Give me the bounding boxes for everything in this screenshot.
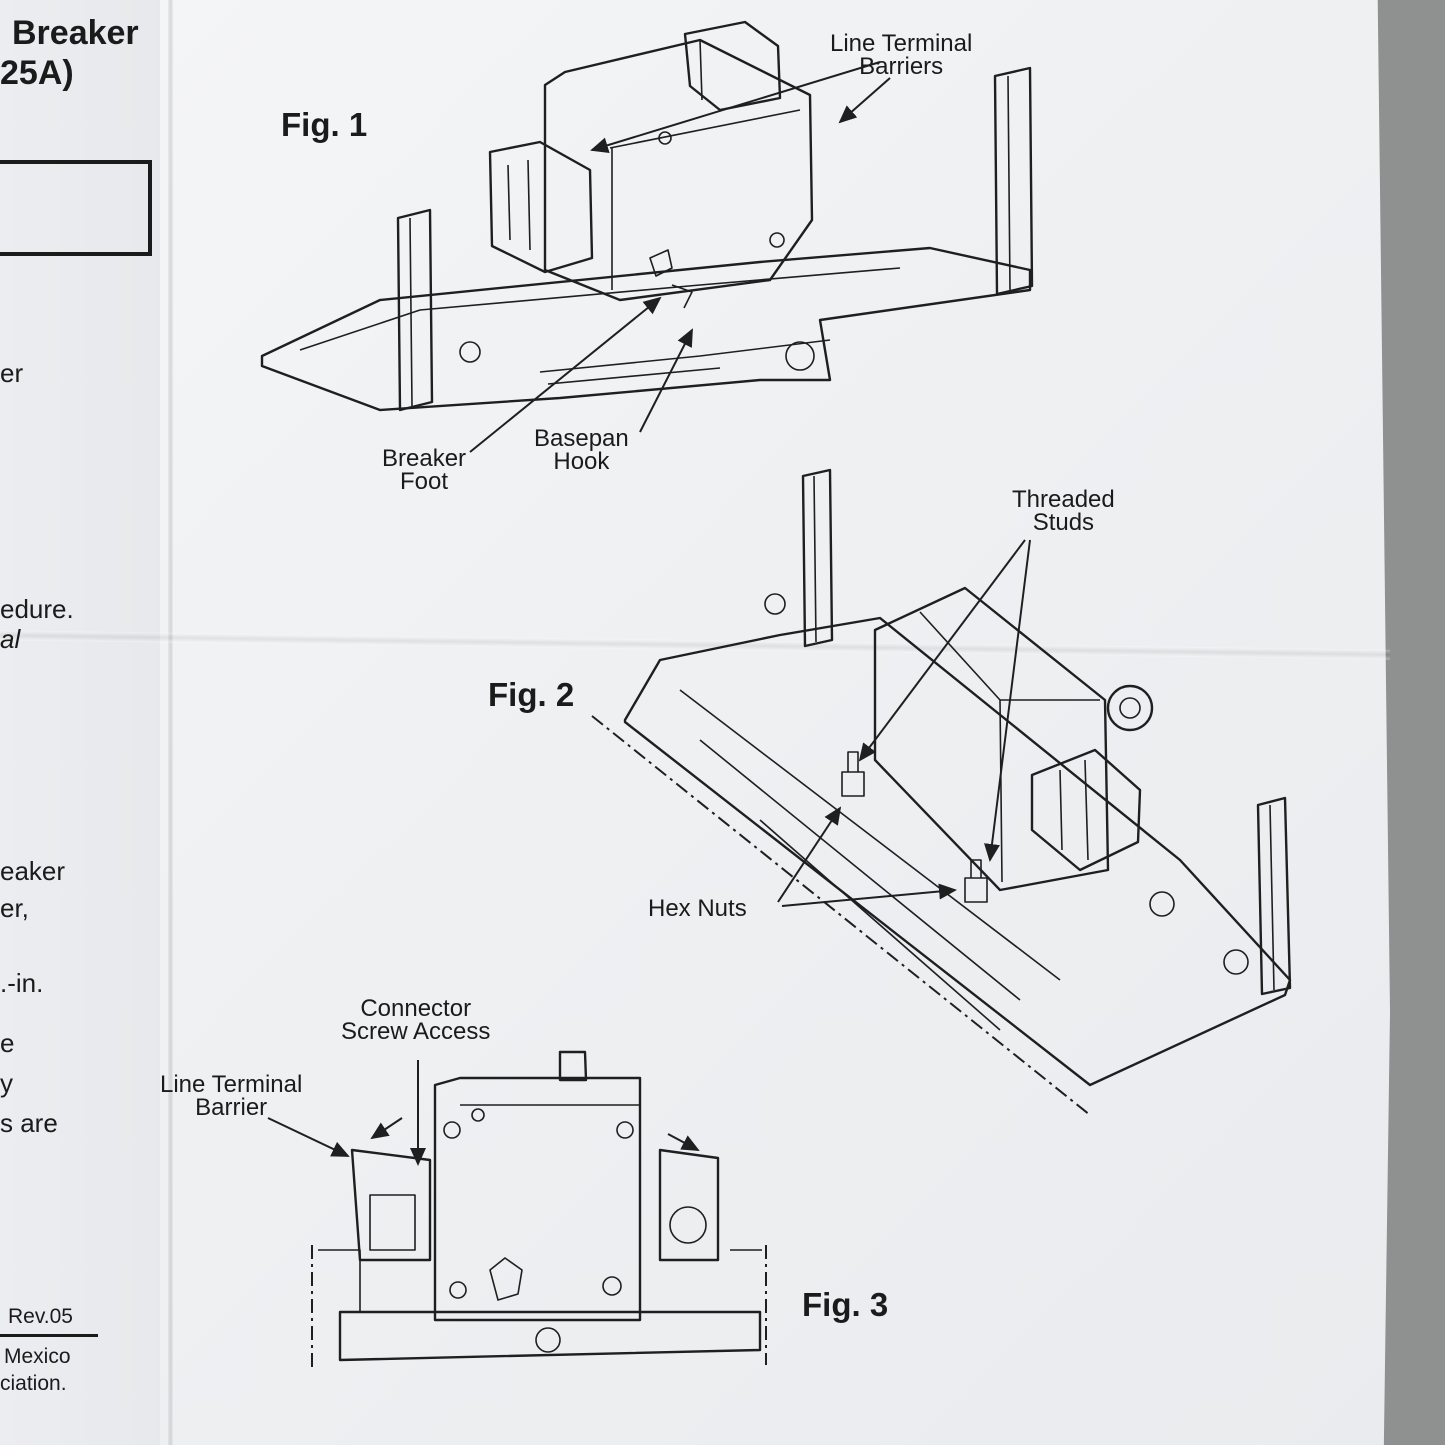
callout-threaded-studs: Threaded Studs (1012, 486, 1115, 536)
text-fragment-1: er (0, 358, 24, 388)
fig2-drawing (591, 468, 1292, 1116)
text-fragment-4: eaker (0, 856, 66, 886)
footer-rule (0, 1334, 98, 1337)
header-line-1: Breaker (12, 14, 139, 52)
callout-basepan-hook: Basepan Hook (534, 425, 629, 475)
footer-line-1: Mexico (4, 1345, 71, 1368)
text-fragment-2: edure. (0, 594, 74, 624)
footer-line-2: ciation. (0, 1372, 67, 1395)
callout-connector-screw-access: Connector Screw Access (341, 995, 491, 1045)
revision-label: Rev.05 (8, 1305, 73, 1328)
text-fragment-3: al (0, 624, 21, 654)
fig3-title: Fig. 3 (802, 1286, 889, 1323)
header-line-2: 25A) (0, 54, 74, 92)
callout-breaker-foot: Breaker Foot (382, 445, 467, 495)
callout-line-terminal-barrier: Line Terminal Barrier (160, 1071, 303, 1121)
text-fragment-8: y (0, 1068, 13, 1098)
fig1-drawing (260, 20, 1034, 453)
header-box (0, 160, 152, 256)
callout-line-terminal-barriers: Line Terminal Barriers (830, 30, 973, 80)
main-paper-panel (160, 0, 1390, 1445)
text-fragment-6: .-in. (0, 968, 44, 998)
text-fragment-7: e (0, 1028, 15, 1058)
fig2-title: Fig. 2 (488, 676, 575, 713)
text-fragment-9: s are (0, 1108, 58, 1138)
fig1-title: Fig. 1 (281, 106, 368, 143)
callout-hex-nuts: Hex Nuts (648, 895, 747, 922)
vertical-fold-crease (168, 0, 174, 1445)
text-fragment-5: er, (0, 893, 29, 923)
fig3-drawing (267, 1050, 767, 1372)
